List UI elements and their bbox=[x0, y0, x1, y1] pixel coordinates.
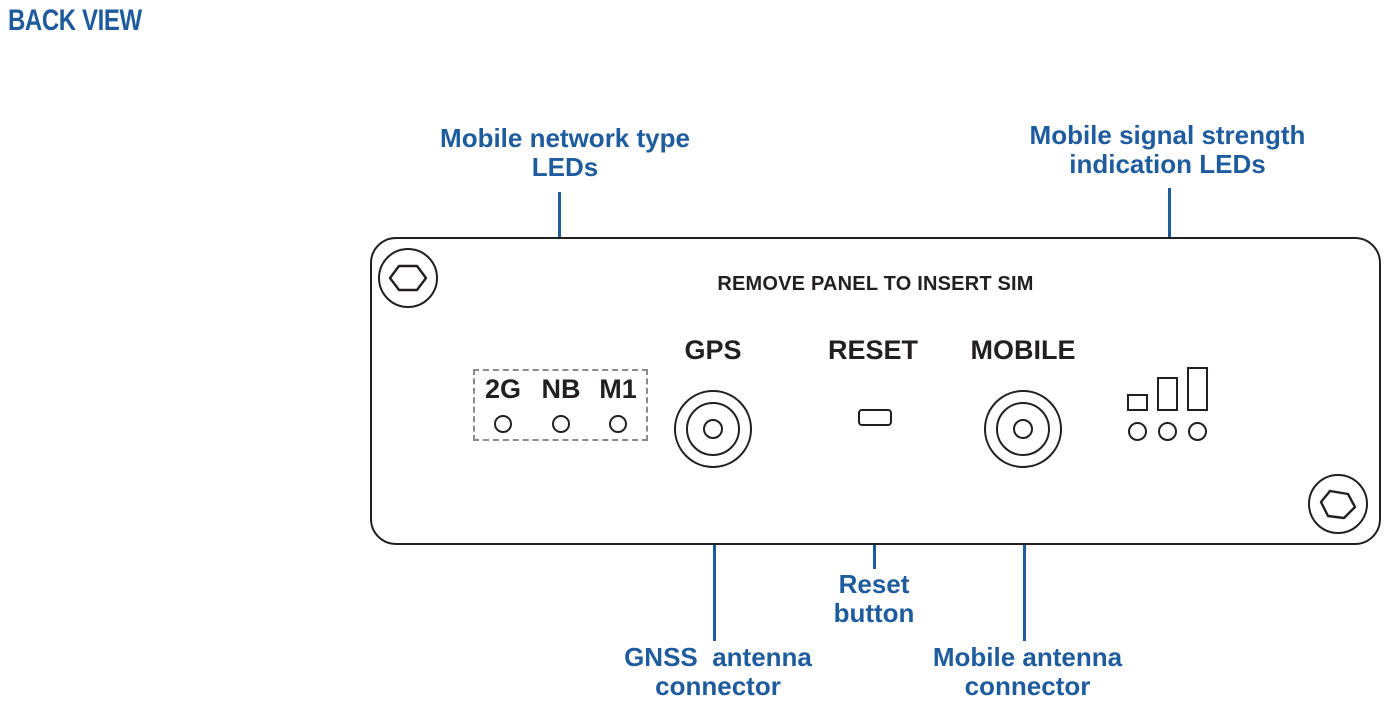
mobile-antenna-connector[interactable] bbox=[984, 390, 1062, 468]
callout-gnss-antenna-connector: GNSS antenna connector bbox=[624, 642, 812, 702]
leader-line-mobile-connector bbox=[1023, 466, 1026, 641]
led-tag-m1: M1 bbox=[599, 374, 637, 404]
gps-antenna-connector[interactable] bbox=[674, 390, 752, 468]
leader-line-gnss-connector bbox=[713, 466, 716, 641]
page-title: BACK VIEW bbox=[8, 4, 142, 37]
device-back-panel: REMOVE PANEL TO INSERT SIM bbox=[370, 237, 1381, 545]
callout-mobile-network-type-leds: Mobile network type LEDs bbox=[440, 123, 690, 183]
hex-screw-icon-top-left bbox=[378, 248, 438, 308]
callout-reset-button: Reset button bbox=[833, 569, 915, 629]
signal-bar-2 bbox=[1157, 377, 1178, 411]
callout-mobile-signal-strength-leds: Mobile signal strength indication LEDs bbox=[1029, 120, 1306, 180]
signal-led-2 bbox=[1158, 422, 1177, 441]
led-tag-nb: NB bbox=[541, 374, 581, 404]
signal-bar-1 bbox=[1127, 394, 1148, 411]
signal-led-1 bbox=[1128, 422, 1147, 441]
led-indicator-2g bbox=[494, 415, 512, 433]
sim-notice-text: REMOVE PANEL TO INSERT SIM bbox=[717, 273, 1034, 295]
mobile-label: MOBILE bbox=[970, 335, 1076, 365]
signal-bar-3 bbox=[1187, 367, 1208, 411]
led-indicator-nb bbox=[552, 415, 570, 433]
reset-label: RESET bbox=[827, 335, 919, 365]
hex-screw-icon-bottom-right bbox=[1308, 474, 1368, 534]
led-indicator-m1 bbox=[609, 415, 627, 433]
gps-label: GPS bbox=[684, 335, 742, 365]
callout-mobile-antenna-connector: Mobile antenna connector bbox=[932, 642, 1123, 702]
reset-button[interactable] bbox=[858, 409, 892, 426]
network-type-led-group: 2G NB M1 bbox=[473, 369, 648, 441]
led-tag-2g: 2G bbox=[484, 374, 522, 404]
signal-led-3 bbox=[1188, 422, 1207, 441]
